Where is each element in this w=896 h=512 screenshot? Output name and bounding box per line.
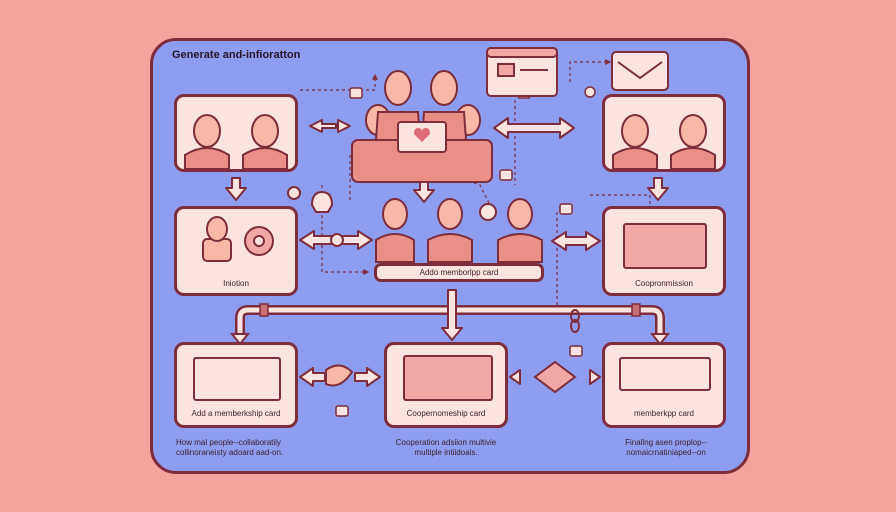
- people-card-top-left: [174, 94, 298, 172]
- people-illustration: [612, 114, 716, 170]
- caption-right: Finallng asen proplop-- nomaicrnatiniape…: [604, 438, 728, 458]
- cooperation-label: Coopronmission: [635, 279, 693, 288]
- member-card-card: memberkpp card: [602, 342, 726, 428]
- coop-card-card: Coopernomeship card: [384, 342, 508, 428]
- caption-middle: Cooperation adsiion multivie multiple in…: [376, 438, 516, 458]
- add-card-label: Add a memberkship card: [191, 409, 281, 418]
- caption-right-line1: Finallng asen proplop--: [625, 438, 707, 447]
- coop-card-label: Coopernomeship card: [406, 409, 486, 418]
- member-card-label: memberkpp card: [633, 409, 695, 418]
- caption-right-line2: nomaicrnatiniaped--on: [626, 448, 706, 457]
- membership-card-icon: [403, 355, 493, 401]
- caption-left: How mal people--collaboratily collinoran…: [176, 438, 283, 458]
- caption-left-line1: How mal people--collaboratily: [176, 438, 281, 447]
- caption-left-line2: collinoraneisty adoard aad-on.: [176, 448, 284, 457]
- caption-middle-line2: multiple intiidoals.: [414, 448, 478, 457]
- people-card-top-right: [602, 94, 726, 172]
- initiation-label: Iniotion: [223, 279, 249, 288]
- person-gear-illustration: [202, 216, 274, 262]
- add-membership-bar: Addo memborlpp card: [374, 263, 544, 282]
- id-card-icon: [623, 223, 707, 269]
- caption-middle-line1: Cooperation adsiion multivie: [395, 438, 497, 447]
- add-card-card: Add a memberkship card: [174, 342, 298, 428]
- membership-card-icon: [619, 357, 711, 391]
- cooperation-card: Coopronmission: [602, 206, 726, 296]
- initiation-card: Iniotion: [174, 206, 298, 296]
- diagram-title: Generate and-infioratton: [172, 49, 301, 61]
- people-illustration: [184, 114, 288, 170]
- membership-card-icon: [193, 357, 281, 401]
